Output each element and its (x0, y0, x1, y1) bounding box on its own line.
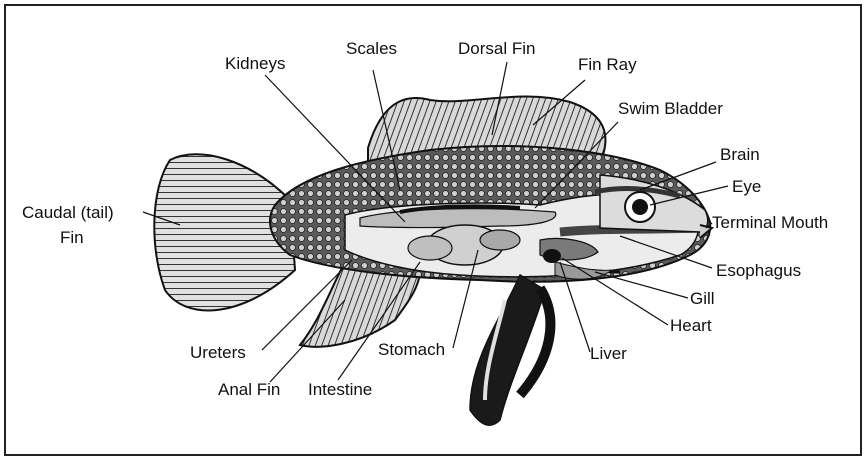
label-fin-ray: Fin Ray (578, 55, 637, 74)
intestine-coil-inner-shape (480, 230, 520, 250)
label-brain: Brain (720, 145, 760, 164)
label-heart: Heart (670, 316, 712, 335)
label-caudal-fin-1: Caudal (tail) (22, 203, 114, 222)
label-kidneys: Kidneys (225, 54, 285, 73)
label-liver: Liver (590, 344, 627, 363)
label-ureters: Ureters (190, 343, 246, 362)
label-eye: Eye (732, 177, 761, 196)
label-intestine: Intestine (308, 380, 372, 399)
label-scales: Scales (346, 39, 397, 58)
label-terminal-mouth: Terminal Mouth (712, 213, 828, 232)
label-esophagus: Esophagus (716, 261, 801, 280)
intestine-coil-shape (408, 236, 452, 260)
pelvic-fin-shape (470, 275, 545, 425)
heart-shape (543, 249, 561, 263)
leader-gill (595, 272, 688, 298)
label-dorsal-fin: Dorsal Fin (458, 39, 535, 58)
label-gill: Gill (690, 289, 715, 308)
label-swim-bladder: Swim Bladder (618, 99, 723, 118)
label-caudal-fin-2: Fin (60, 228, 84, 247)
eye-pupil-shape (632, 199, 648, 215)
label-anal-fin: Anal Fin (218, 380, 280, 399)
label-stomach: Stomach (378, 340, 445, 359)
